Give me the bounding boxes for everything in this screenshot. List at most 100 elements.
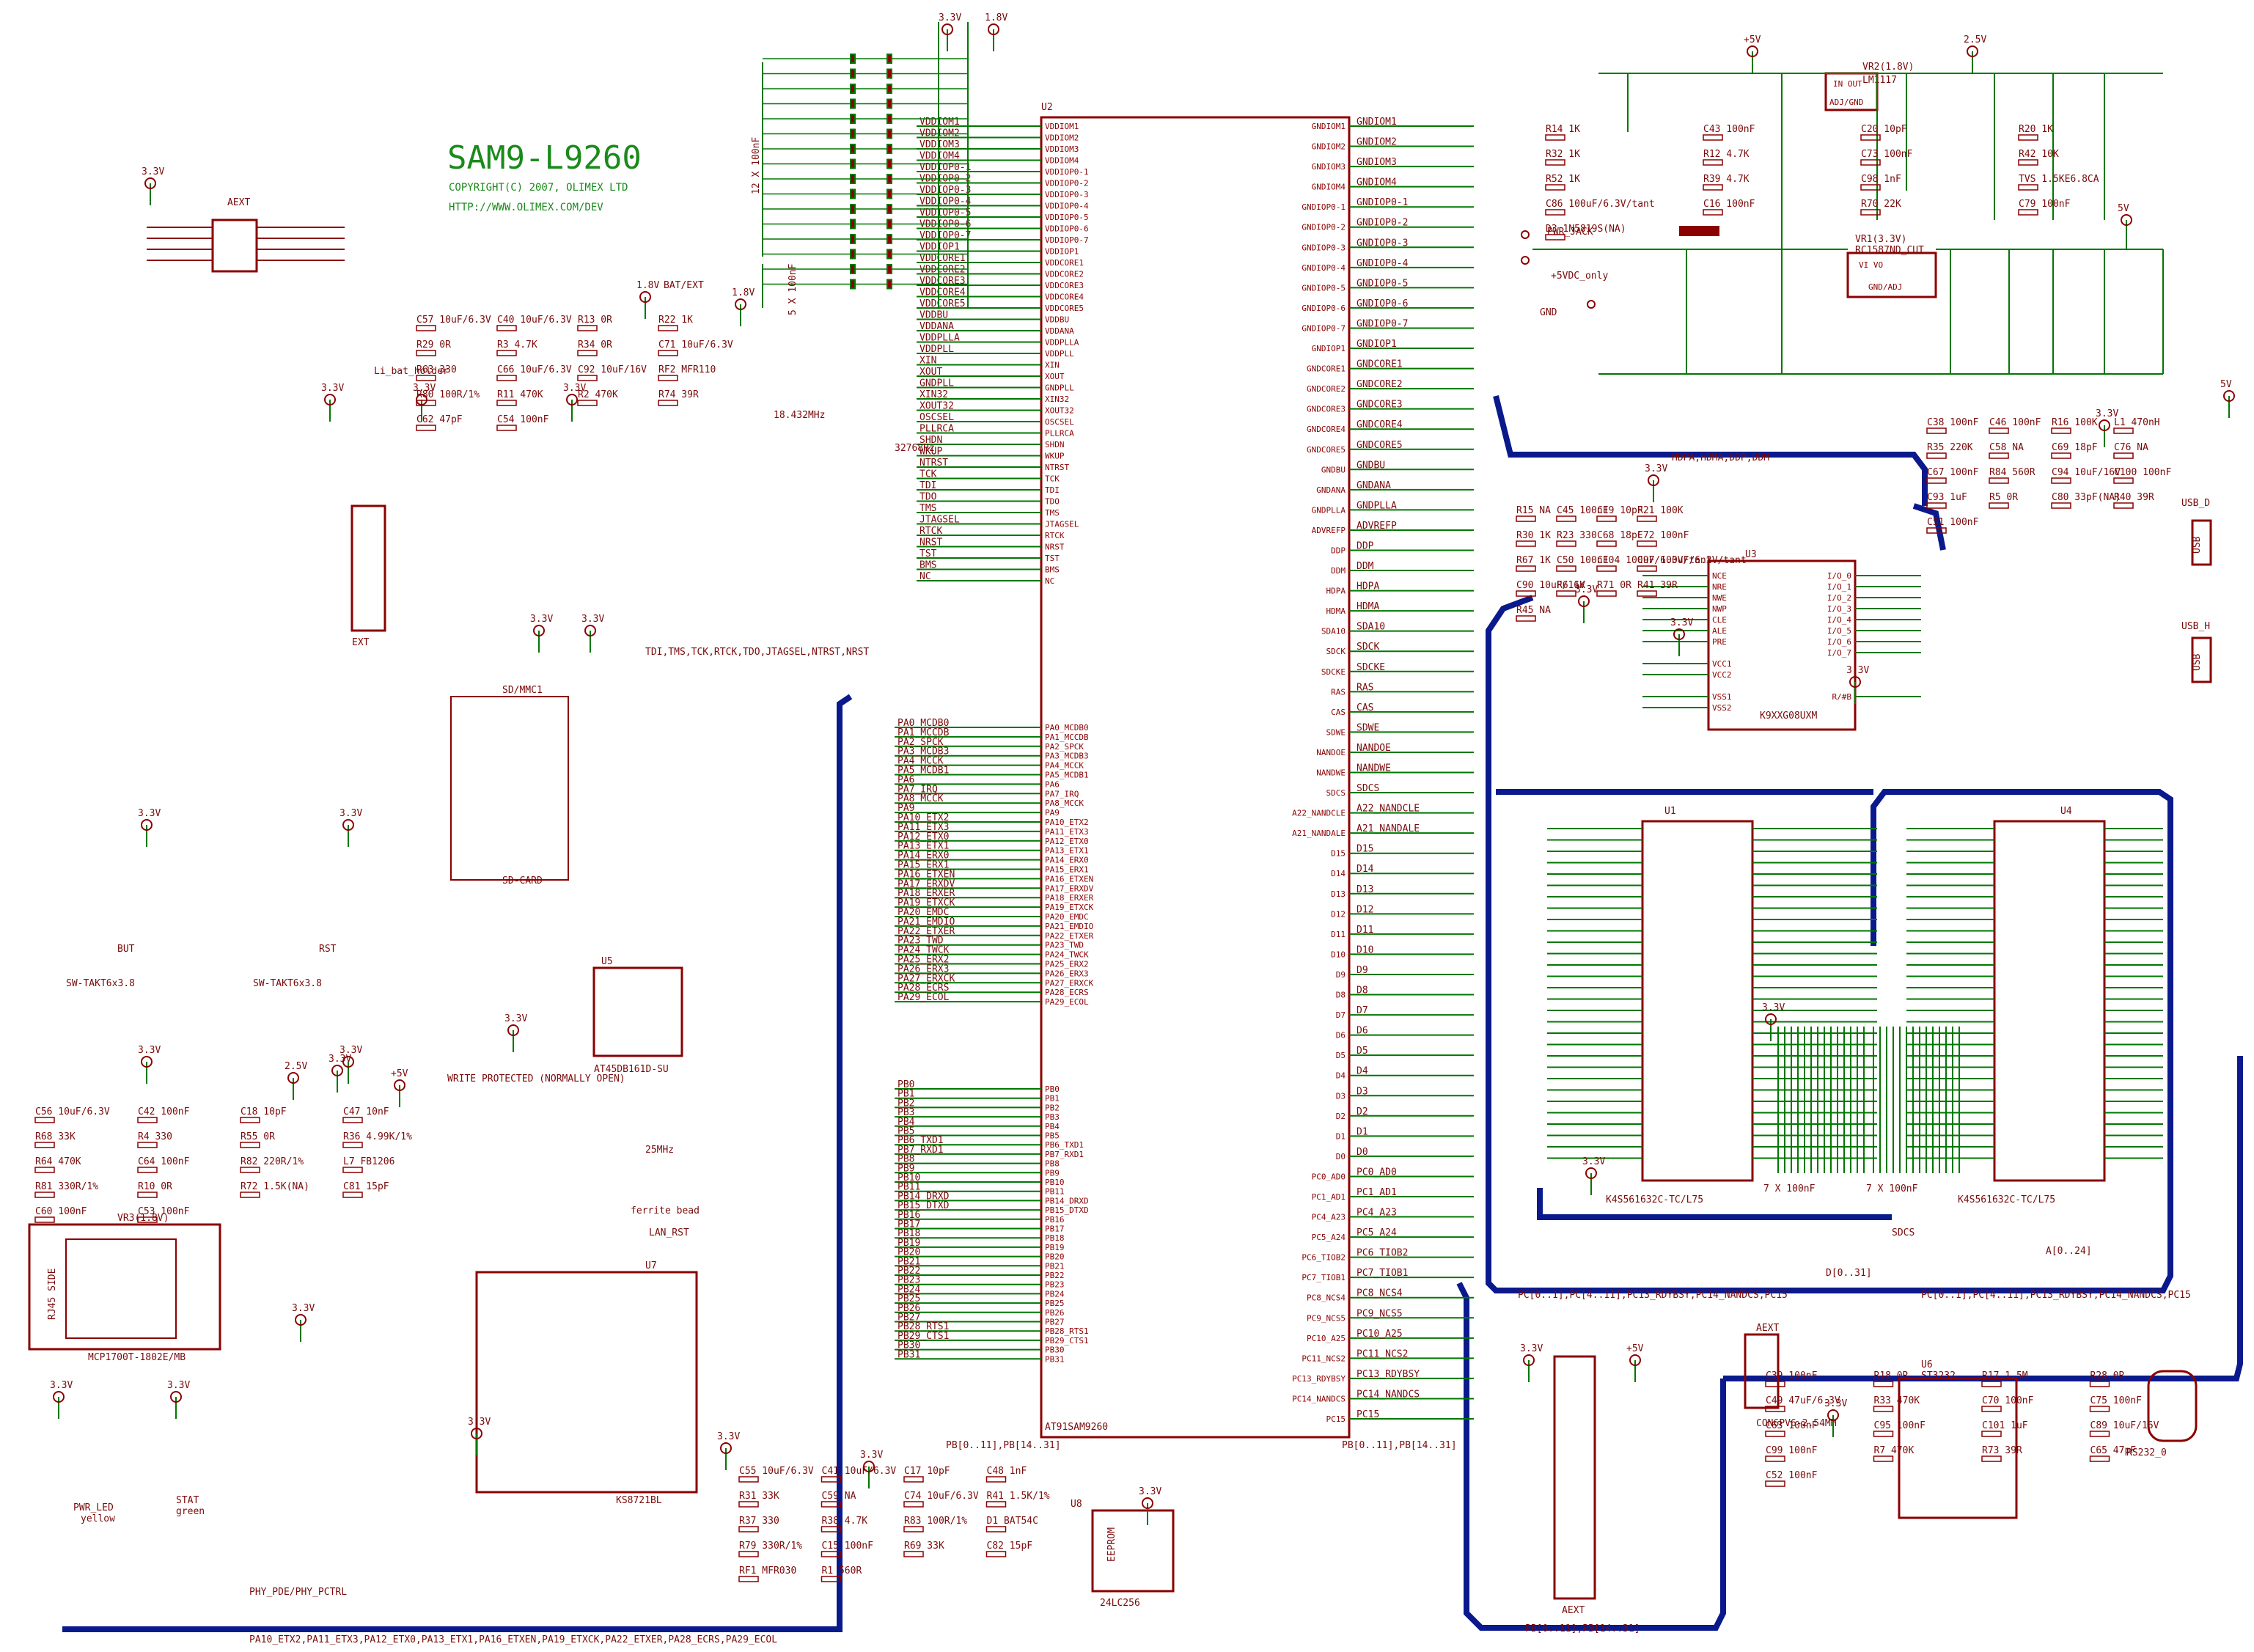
pin-label: PB9 (1045, 1168, 1060, 1178)
u2-pa-pins: PA0_MCDB0PA0_MCDB0PA1_MCCDBPA1_MCCDBPA2_… (895, 718, 1094, 1007)
net-label: D10 (1357, 944, 1373, 955)
net-label: SDCK (1357, 642, 1379, 653)
passive-label: R38 4.7K (822, 1516, 868, 1527)
pin-label: I/O_3 (1827, 604, 1851, 614)
pin-label: I/O_6 (1827, 637, 1851, 647)
net-label: A22_NANDCLE (1357, 804, 1420, 815)
pin-label: OSCSEL (1045, 417, 1074, 427)
vdc-only-label: +5VDC_only (1551, 271, 1608, 282)
net-label: PA19_ETXCK (897, 897, 955, 908)
net-label: GNDIOP0-6 (1357, 298, 1408, 309)
net-label: D13 (1357, 884, 1373, 895)
pin-label: VDDCORE4 (1045, 293, 1084, 302)
net-label: PA2_SPCK (897, 737, 944, 748)
net-label: D3 (1357, 1086, 1368, 1097)
net-label: GNDCORE3 (1357, 400, 1403, 411)
pin-label: PA10_ETX2 (1045, 818, 1089, 827)
pin-label: VDDCORE1 (1045, 258, 1084, 268)
pin-label: GNDCORE4 (1307, 425, 1346, 434)
passive-label: R12 4.7K (1703, 149, 1750, 160)
power-rail-label: +5V (391, 1068, 408, 1079)
passive-label: C80 33pF(NA) (2052, 492, 2121, 503)
net-label: PB19 (897, 1238, 920, 1249)
passive-label: R63 330 (416, 364, 457, 375)
net-label: VDDIOM3 (919, 139, 960, 150)
passive-label: R29 0R (416, 339, 451, 350)
pin-label: VDDCORE2 (1045, 270, 1084, 279)
pin-label: PB10 (1045, 1178, 1065, 1187)
net-label: PA20_EMDC (897, 907, 949, 918)
power-rail-label: 3.3V (2096, 408, 2118, 419)
passive-label: C15 100nF (822, 1541, 874, 1552)
pin-label: VDDIOP0-4 (1045, 202, 1089, 211)
passive-label: C48 1nF (987, 1466, 1027, 1477)
passive-label: C100 100nF (2114, 467, 2171, 478)
pin-label: TST (1045, 554, 1060, 563)
d-bus-label: D[0..31] (1826, 1268, 1872, 1279)
pin-label: NANDWE (1316, 768, 1346, 778)
pin-label: PC13_RDYBSY (1292, 1374, 1346, 1384)
net-label: VDDIOP0-4 (919, 197, 972, 208)
net-label: XIN32 (919, 389, 948, 400)
passive-label: C97 100uF/6.3V/tant (1637, 555, 1747, 566)
pin-label: PA2_SPCK (1045, 742, 1084, 752)
net-label: PB25 (897, 1293, 920, 1304)
pin-label: TCK (1045, 474, 1060, 484)
net-label: XOUT (919, 367, 942, 378)
pin-label: PB23 (1045, 1280, 1065, 1290)
svg-text:USB: USB (2192, 536, 2203, 554)
passive-label: C69 18pF (2052, 442, 2098, 453)
net-label: NANDWE (1357, 763, 1391, 774)
passive-label: C101 1uF (1982, 1420, 2028, 1431)
passive-label: C90 10uF/16V (1516, 580, 1585, 591)
pin-label: PA26_ERX3 (1045, 969, 1089, 978)
passive-label: R31 33K (739, 1491, 779, 1502)
pin-label: D8 (1336, 991, 1346, 1000)
passive-label: C59 NA (822, 1491, 856, 1502)
svg-text:LAN_RST: LAN_RST (649, 1227, 689, 1238)
pin-label: XOUT (1045, 372, 1065, 381)
svg-text:yellow: yellow (81, 1513, 115, 1524)
net-label: PA28_ECRS (897, 983, 949, 994)
pin-label: PB3 (1045, 1112, 1060, 1122)
net-label: JTAGSEL (919, 515, 960, 526)
passive-label: R35 220K (1927, 442, 1973, 453)
svg-text:USB_H: USB_H (2181, 621, 2210, 632)
pin-label: VDDIOM2 (1045, 133, 1079, 143)
net-label: VDDIOP0-3 (919, 185, 971, 196)
pin-label: D15 (1331, 849, 1346, 859)
net-label: CAS (1357, 702, 1373, 713)
pin-label: DDP (1331, 546, 1346, 555)
net-label: NANDOE (1357, 743, 1391, 754)
net-label: VDDCORE2 (919, 265, 966, 276)
pin-label: PA7_IRQ (1045, 789, 1079, 799)
passive-label: R69 33K (904, 1541, 944, 1552)
pin-label: GNDIOP0-5 (1302, 283, 1346, 293)
passive-label: C89 10uF/16V (2090, 1420, 2159, 1431)
pin-label: GNDIOM3 (1312, 162, 1346, 172)
pin-label: RTCK (1045, 531, 1065, 540)
caps-5x100nf: 5 X 100nF (788, 263, 799, 315)
passive-label: C92 10uF/16V (578, 364, 647, 375)
pin-label: GNDIOP0-4 (1302, 263, 1346, 273)
passive-label: C45 100nF (1557, 505, 1609, 516)
power-rail-label: 3.3V (292, 1303, 315, 1314)
pin-label: PB6_TXD1 (1045, 1140, 1084, 1150)
passive-label: R40 39R (2114, 492, 2154, 503)
pin-label: D11 (1331, 930, 1346, 939)
net-label: GNDCORE1 (1357, 359, 1403, 370)
net-label: PB2 (897, 1098, 914, 1109)
caps-7x-right: 7 X 100nF (1763, 1183, 1816, 1194)
power-rail-label: 3.3V (468, 1417, 491, 1428)
bus-lines (62, 395, 2243, 1632)
u2-value: AT91SAM9260 (1045, 1422, 1108, 1433)
passive-label: R5 0R (1989, 492, 2018, 503)
net-label: PB14_DRXD (897, 1191, 950, 1202)
net-label: GNDCORE4 (1357, 419, 1403, 430)
passive-label: R23 330 (1557, 530, 1597, 541)
svg-text:VR3(1.8V): VR3(1.8V) (117, 1213, 169, 1224)
u2-decoupling (762, 22, 969, 308)
passive-label: R21 100K (1637, 505, 1684, 516)
power-rail-label: 1.8V (985, 12, 1007, 23)
net-label: PB6_TXD1 (897, 1135, 944, 1146)
